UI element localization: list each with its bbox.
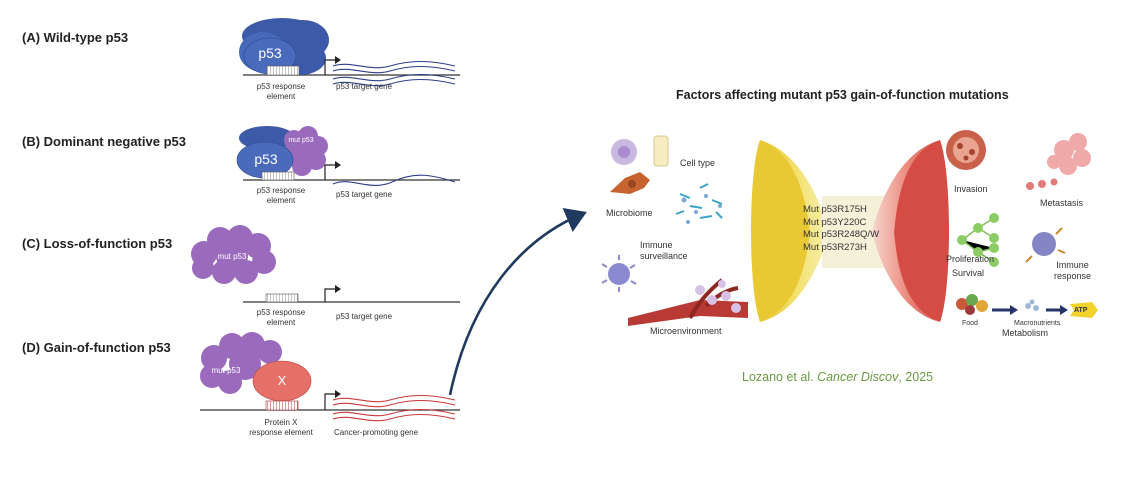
food-icon (956, 294, 988, 315)
immune-label: Immune surveillance (640, 240, 688, 261)
mutation-item: Mut p53Y220C (803, 216, 867, 228)
citation-authors: Lozano et al. (742, 370, 818, 384)
response-element-a (266, 65, 300, 76)
cell-type-label: Cell type (680, 158, 716, 168)
panel-a-graphic (239, 18, 460, 87)
mutation-item: Mut p53R248Q/W (803, 229, 880, 240)
metabolism-label: Metabolism (1002, 328, 1049, 338)
gene-label-d: Cancer-promoting gene (334, 428, 419, 437)
invasion-label: Invasion (954, 184, 988, 194)
atp-label: ATP (1074, 307, 1088, 314)
mutation-item: Mut p53R175H (803, 204, 867, 215)
gene-label-c: p53 target gene (336, 312, 393, 321)
food-label: Food (962, 320, 978, 327)
microbiome-icons (675, 183, 723, 224)
funnel (751, 140, 949, 322)
mutation-item: Mut p53R273H (803, 241, 867, 253)
mut-label-c: mut p53 (217, 252, 247, 261)
metastasis-label: Metastasis (1040, 198, 1084, 208)
proliferation-icon (957, 213, 999, 267)
p53-protein-label-a: p53 (258, 45, 282, 61)
microenvironment-label: Microenvironment (650, 326, 722, 336)
panel-d-label: (D) Gain-of-function p53 (22, 340, 171, 355)
microenvironment-icon (628, 278, 748, 326)
element-label-a: p53 response element (256, 82, 306, 101)
element-label-d: Protein X response element (249, 418, 313, 437)
panel-c-graphic (191, 225, 460, 303)
macronutrients-label: Macronutrients (1014, 320, 1061, 327)
cell-type-icons (610, 135, 669, 194)
protein-x-label: X (277, 373, 287, 388)
gene-label-b: p53 target gene (336, 190, 393, 199)
immune-response-label: Immune response (1054, 260, 1092, 281)
citation-year: , 2025 (898, 370, 934, 384)
mut-label-b: mut p53 (288, 137, 314, 144)
panel-b-label: (B) Dominant negative p53 (22, 134, 186, 149)
microbiome-label: Microbiome (606, 208, 653, 218)
mutation-list: Mut p53R175H Mut p53Y220C Mut p53R248Q/W… (803, 204, 879, 254)
citation-journal: Cancer Discov (817, 370, 899, 384)
panel-d-graphic (200, 332, 460, 422)
mut-label-d: mut p53 (211, 366, 241, 375)
element-label-b: p53 response element (256, 186, 306, 205)
panel-b-graphic (236, 126, 460, 186)
immune-response-icon (1025, 227, 1066, 263)
p53-protein-label-b: p53 (254, 151, 278, 167)
connector-arrow (448, 208, 587, 396)
immune-cell-icon (601, 255, 637, 292)
citation: Lozano et al. Cancer Discov, 2025 (742, 370, 933, 384)
survival-label: Survival (952, 268, 985, 278)
metastasis-icon (1026, 133, 1091, 190)
right-title: Factors affecting mutant p53 gain-of-fun… (676, 88, 1009, 102)
macronutrient-arrows (992, 299, 1098, 318)
panel-a-label: (A) Wild-type p53 (22, 30, 129, 45)
element-label-c: p53 response element (256, 308, 306, 327)
proliferation-label: Proliferation (946, 254, 995, 264)
panel-c-label: (C) Loss-of-function p53 (22, 236, 173, 251)
gene-label-a: p53 target gene (336, 82, 393, 91)
invasion-icon (946, 130, 986, 170)
